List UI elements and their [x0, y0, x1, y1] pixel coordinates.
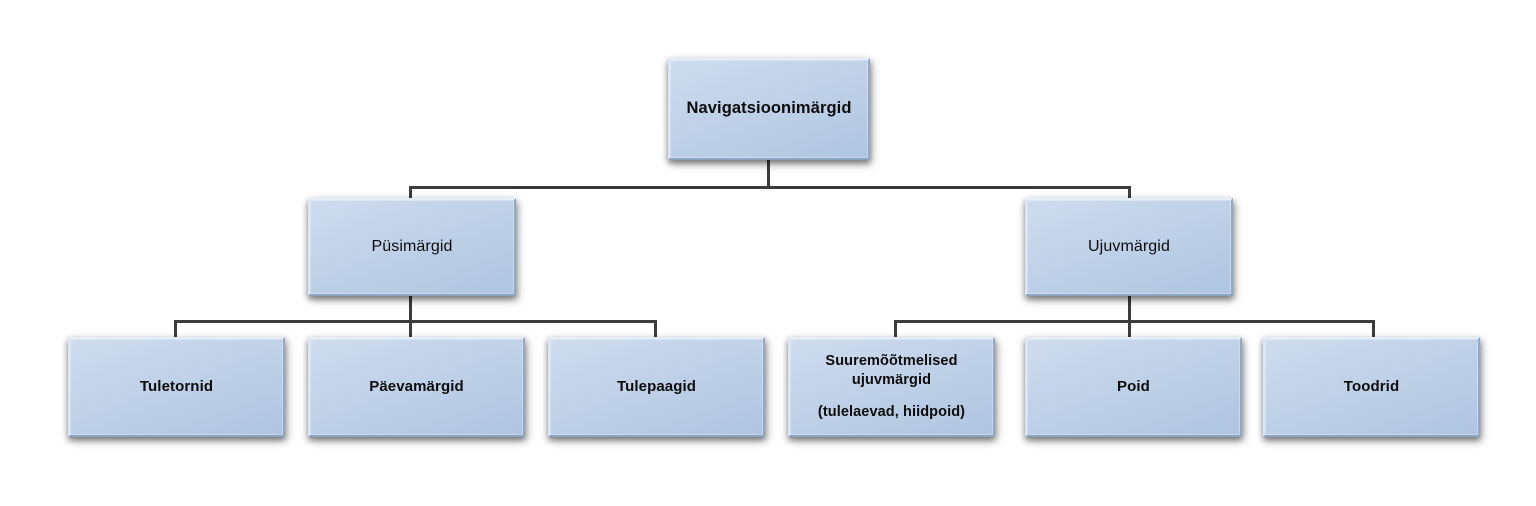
node-toodrid[interactable]: Toodrid: [1263, 337, 1480, 437]
connector-level2-bar: [409, 186, 1131, 189]
connector-root-stem: [767, 160, 770, 188]
connector-drop-toodrid: [1372, 320, 1375, 338]
connector-pusimargid-bar: [174, 320, 657, 323]
connector-drop-pusimargid: [409, 186, 412, 200]
node-label: Toodrid: [1343, 378, 1400, 396]
node-label: Ujuvmärgid: [1088, 238, 1170, 256]
node-label-line-2: ujuvmärgid: [851, 371, 932, 388]
node-label: Tulepaagid: [616, 378, 697, 396]
connector-ujuvmargid-stem: [1128, 294, 1131, 338]
connector-drop-tulepaagid: [654, 320, 657, 338]
connector-ujuvmargid-bar: [894, 320, 1375, 323]
node-label-group: Suuremõõtmelised ujuvmärgid (tulelaevad,…: [790, 352, 993, 422]
node-label-line-1: Suuremõõtmelised: [825, 352, 958, 369]
node-navigatsioonimargid[interactable]: Navigatsioonimärgid: [668, 58, 870, 160]
node-ujuvmargid[interactable]: Ujuvmärgid: [1025, 198, 1233, 296]
node-paevamargid[interactable]: Päevamärgid: [308, 337, 525, 437]
node-label: Tuletornid: [139, 378, 214, 396]
node-poid[interactable]: Poid: [1025, 337, 1242, 437]
node-tulepaagid[interactable]: Tulepaagid: [548, 337, 765, 437]
node-pusimargid[interactable]: Püsimärgid: [308, 198, 516, 296]
node-label: Päevamärgid: [369, 378, 464, 396]
connector-drop-tuletornid: [174, 320, 177, 338]
node-label-line-3: (tulelaevad, hiidpoid): [817, 404, 966, 421]
node-label: Navigatsioonimärgid: [686, 99, 852, 118]
node-suuremootmelised-ujuvmargid[interactable]: Suuremõõtmelised ujuvmärgid (tulelaevad,…: [788, 337, 995, 437]
node-label: Poid: [1117, 378, 1150, 396]
node-label: Püsimärgid: [371, 238, 453, 256]
connector-drop-ujuvmargid: [1128, 186, 1131, 200]
connector-pusimargid-stem: [409, 294, 412, 338]
node-tuletornid[interactable]: Tuletornid: [68, 337, 285, 437]
connector-drop-suuremootmelised: [894, 320, 897, 338]
